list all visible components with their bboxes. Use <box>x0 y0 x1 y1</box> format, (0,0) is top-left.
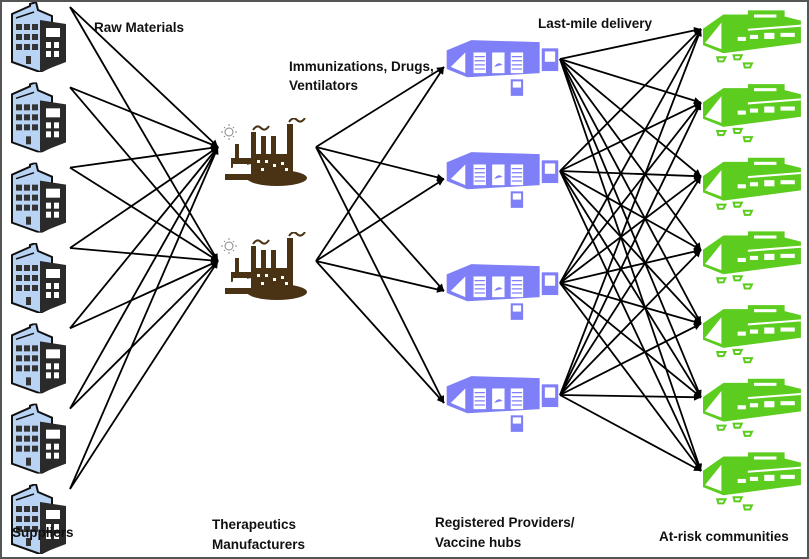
suppliers-node-2-office-building-icon <box>11 82 67 153</box>
edge-providers-1-to-communities-6 <box>559 58 702 398</box>
edge-providers-4-to-communities-4 <box>559 249 702 396</box>
edge-providers-4-to-communities-5 <box>559 322 702 396</box>
edge-providers-3-to-communities-1 <box>559 28 702 284</box>
edge-suppliers-4-to-manufacturers-2 <box>69 247 219 264</box>
edge-manufacturers-2-to-providers-4 <box>315 260 445 404</box>
suppliers-node-7-office-building-icon <box>11 484 67 554</box>
edge-suppliers-7-to-manufacturers-2 <box>69 260 219 490</box>
edge-providers-1-to-communities-5 <box>559 58 702 325</box>
edge-providers-4-to-communities-7 <box>559 394 702 472</box>
communities-node-2-store-icon <box>703 83 802 143</box>
edge-providers-3-to-communities-6 <box>559 282 702 399</box>
edge-manufacturers-1-to-providers-1 <box>315 66 445 148</box>
edge-manufacturers-2-to-providers-2 <box>315 178 445 262</box>
products-label-line1: Immunizations, Drugs, <box>289 59 434 74</box>
suppliers-node-5-office-building-icon <box>11 323 67 394</box>
suppliers-node-4-office-building-icon <box>11 243 67 313</box>
manufacturers-node-1-factory-icon <box>220 118 309 188</box>
edge-manufacturers-1-to-providers-4 <box>315 146 445 404</box>
communities-node-3-store-icon <box>703 157 802 216</box>
suppliers-node-3-office-building-icon <box>11 162 67 233</box>
providers-node-1-warehouse-icon <box>446 39 559 97</box>
edge-suppliers-3-to-manufacturers-1 <box>69 144 219 169</box>
edge-manufacturers-2-to-providers-3 <box>315 260 445 293</box>
suppliers-label: Suppliers <box>12 525 74 540</box>
edge-manufacturers-2-to-providers-1 <box>315 66 445 262</box>
edge-providers-1-to-communities-1 <box>559 27 702 60</box>
edge-suppliers-1-to-manufacturers-2 <box>69 6 219 262</box>
edge-providers-1-to-communities-7 <box>559 58 703 472</box>
communities-label: At-risk communities <box>659 529 789 544</box>
edge-suppliers-6-to-manufacturers-2 <box>69 260 219 410</box>
edge-suppliers-3-to-manufacturers-2 <box>69 166 219 262</box>
edge-providers-4-to-communities-3 <box>559 175 702 396</box>
communities-node-1-store-icon <box>703 10 802 69</box>
raw-materials-label: Raw Materials <box>94 20 185 35</box>
providers-node-4-warehouse-icon <box>446 375 559 433</box>
providers-node-2-warehouse-icon <box>446 151 559 209</box>
suppliers-node-1-office-building-icon <box>11 2 67 72</box>
edge-suppliers-5-to-manufacturers-1 <box>69 146 219 329</box>
edge-providers-4-to-communities-2 <box>559 102 702 396</box>
manufacturers-label-line1: Therapeutics <box>212 517 297 532</box>
providers-label-line1: Registered Providers/ <box>435 515 575 530</box>
manufacturers-node-2-factory-icon <box>220 232 309 302</box>
edge-providers-3-to-communities-7 <box>559 282 702 472</box>
edge-providers-3-to-communities-3 <box>559 175 702 284</box>
providers-node-3-warehouse-icon <box>446 263 559 321</box>
last-mile-label: Last-mile delivery <box>538 16 653 31</box>
edge-providers-2-to-communities-3 <box>559 170 702 180</box>
edge-providers-2-to-communities-7 <box>559 170 702 472</box>
edge-providers-3-to-communities-2 <box>559 102 702 284</box>
nodes-layer <box>11 2 802 554</box>
edge-providers-3-to-communities-4 <box>559 248 702 284</box>
suppliers-node-6-office-building-icon <box>11 403 67 474</box>
communities-node-6-store-icon <box>703 378 802 437</box>
edge-providers-4-to-communities-6 <box>559 393 702 401</box>
edge-providers-2-to-communities-2 <box>559 101 702 172</box>
communities-node-4-store-icon <box>703 231 802 290</box>
edge-suppliers-7-to-manufacturers-1 <box>69 146 219 490</box>
edge-providers-3-to-communities-5 <box>559 282 702 326</box>
providers-label-line2: Vaccine hubs <box>435 535 522 550</box>
edge-suppliers-6-to-manufacturers-1 <box>69 146 219 410</box>
edge-providers-2-to-communities-1 <box>559 28 702 172</box>
communities-node-7-store-icon <box>703 452 802 511</box>
edge-suppliers-4-to-manufacturers-1 <box>69 146 219 249</box>
edge-suppliers-2-to-manufacturers-1 <box>69 86 219 148</box>
products-label-line2: Ventilators <box>289 78 359 93</box>
edges-layer <box>69 6 703 490</box>
edge-suppliers-1-to-manufacturers-1 <box>69 6 219 148</box>
manufacturers-label-line2: Manufacturers <box>212 537 306 552</box>
communities-node-5-store-icon <box>703 304 802 364</box>
edge-providers-4-to-communities-1 <box>559 28 702 396</box>
edge-providers-1-to-communities-2 <box>559 58 702 104</box>
edge-providers-1-to-communities-3 <box>559 58 702 178</box>
edge-suppliers-2-to-manufacturers-2 <box>69 86 219 262</box>
edge-suppliers-5-to-manufacturers-2 <box>69 260 219 330</box>
